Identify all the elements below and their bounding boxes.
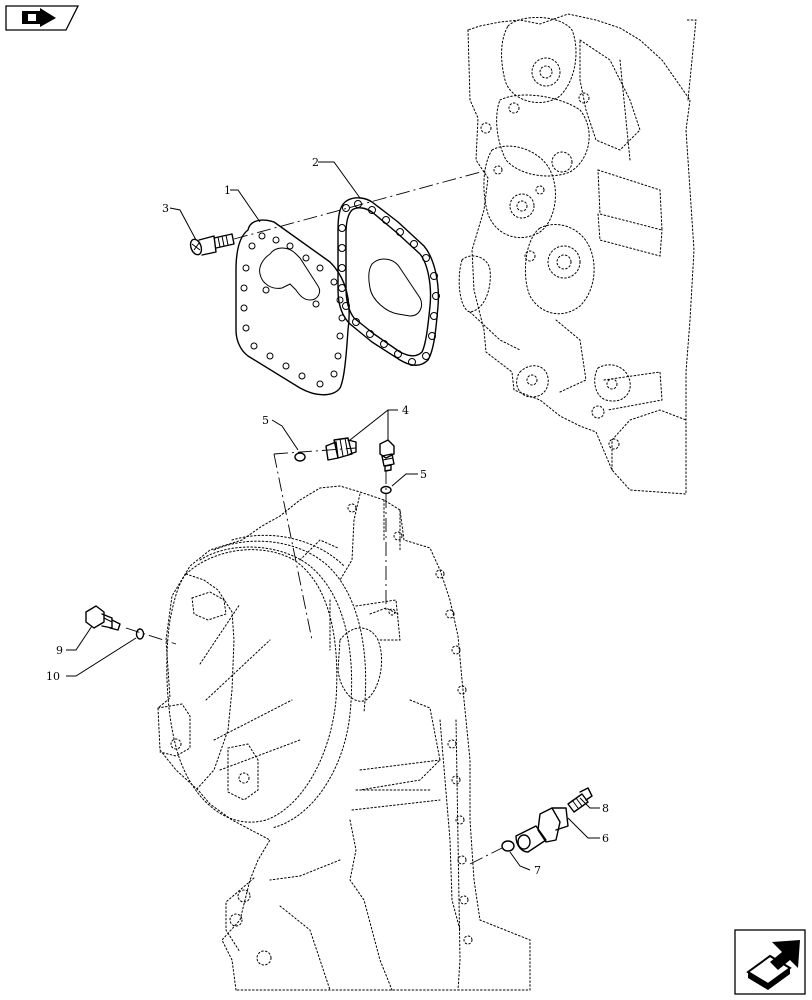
callout-3: 3 <box>162 202 169 215</box>
callout-10: 10 <box>46 670 60 683</box>
callout-9: 9 <box>56 644 63 657</box>
sensor-switch-part-a <box>325 437 357 461</box>
o-ring-part-bottom <box>501 840 515 852</box>
callout-5-upper: 5 <box>262 414 269 427</box>
callout-6: 6 <box>602 832 609 845</box>
callout-5-lower: 5 <box>420 468 427 481</box>
transmission-housing-upper <box>458 13 697 495</box>
o-ring-part-left <box>135 628 145 640</box>
sensor-switch-part-b <box>379 439 395 472</box>
screw-part <box>189 233 235 256</box>
cover-plate-part <box>235 219 350 396</box>
bolt-part <box>567 787 593 813</box>
callout-leaders <box>66 161 600 871</box>
callout-1: 1 <box>224 184 231 197</box>
callout-4: 4 <box>402 404 409 417</box>
callout-7: 7 <box>534 864 541 877</box>
back-arrow-icon[interactable] <box>5 5 80 31</box>
next-page-arrow-icon[interactable] <box>734 929 806 995</box>
assembly-lines <box>125 169 503 865</box>
speed-sensor-part <box>515 807 569 853</box>
transmission-housing-lower <box>157 485 531 991</box>
gasket-part <box>337 197 440 366</box>
sensor-part-left <box>85 605 121 631</box>
callout-labels: 1 2 3 4 5 5 6 7 8 9 10 <box>46 156 609 877</box>
o-ring-part-a <box>294 452 306 462</box>
o-ring-part-b <box>380 485 392 495</box>
callout-8: 8 <box>602 802 609 815</box>
callout-2: 2 <box>312 156 319 169</box>
